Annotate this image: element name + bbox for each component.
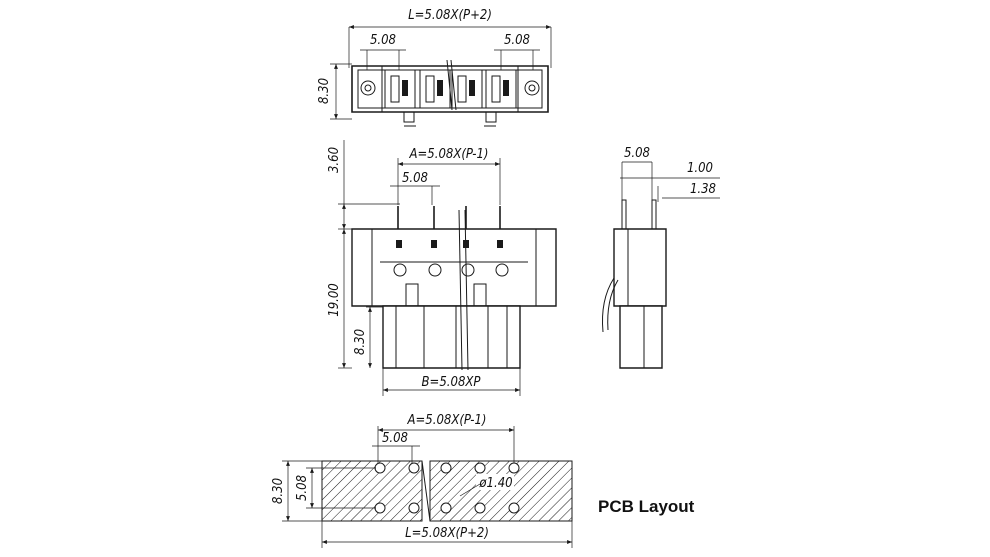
front-pin-height-label: 3.60 xyxy=(327,147,342,173)
front-lower-height-label: 8.30 xyxy=(353,329,368,355)
top-contact-cells xyxy=(384,69,517,109)
pcb-length-label: L=5.08X(P+2) xyxy=(405,526,489,541)
top-left-pitch-label: 5.08 xyxy=(370,33,396,48)
side-width-label: 5.08 xyxy=(624,146,650,161)
front-view: A=5.08X(P-1) 5.08 3.60 19.00 8.30 xyxy=(327,140,557,396)
pcb-height-label: 8.30 xyxy=(271,478,286,504)
front-pitch-label: 5.08 xyxy=(402,171,428,186)
side-pin-offset-label: 1.38 xyxy=(690,182,716,197)
pcb-pin-span-label: A=5.08X(P-1) xyxy=(407,413,487,428)
top-right-pitch-label: 5.08 xyxy=(504,33,530,48)
front-pins xyxy=(397,206,501,232)
top-view: L=5.08X(P+2) 5.08 5.08 8.30 xyxy=(317,8,552,127)
pcb-row-spacing-label: 5.08 xyxy=(295,475,310,501)
pcb-holes xyxy=(374,462,520,514)
top-height-label: 8.30 xyxy=(317,78,332,104)
pcb-layout-title: PCB Layout xyxy=(598,497,695,516)
pcb-pitch-label: 5.08 xyxy=(382,431,408,446)
side-pin-width-label: 1.00 xyxy=(687,161,713,176)
front-pin-span-label: A=5.08X(P-1) xyxy=(409,147,489,162)
front-total-height-label: 19.00 xyxy=(327,283,342,316)
pcb-hole-label: ø1.40 xyxy=(478,476,512,491)
pcb-layout: A=5.08X(P-1) 5.08 ø1.40 8.30 xyxy=(271,413,695,548)
side-view: 5.08 1.00 1.38 xyxy=(602,146,720,369)
top-width-label: L=5.08X(P+2) xyxy=(408,8,492,23)
front-base-width-label: B=5.08XP xyxy=(422,375,482,390)
